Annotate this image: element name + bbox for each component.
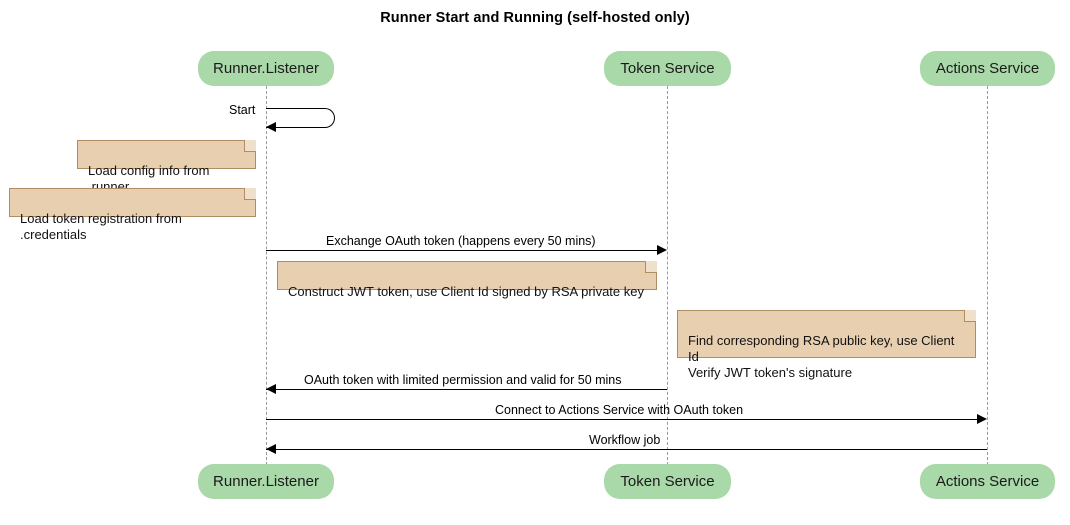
message-label-oauth-token-response: OAuth token with limited permission and … xyxy=(304,373,622,387)
arrowhead-workflow-job xyxy=(266,444,276,454)
arrowhead-connect-to-actions-service xyxy=(977,414,987,424)
note-fold-corner-icon xyxy=(645,261,657,273)
arrowhead-start xyxy=(266,122,276,132)
lifeline-actions xyxy=(987,86,988,465)
note-load-token-registration: Load token registration from .credential… xyxy=(9,188,256,242)
participant-actions-top[interactable]: Actions Service xyxy=(920,51,1055,86)
message-line-exchange-oauth-token xyxy=(266,250,657,251)
message-label-workflow-job: Workflow job xyxy=(589,433,661,447)
arrowhead-oauth-token-response xyxy=(266,384,276,394)
participant-token-top[interactable]: Token Service xyxy=(604,51,731,86)
note-text: Load token registration from .credential… xyxy=(20,211,182,242)
message-label-connect-to-actions-service: Connect to Actions Service with OAuth to… xyxy=(495,403,744,417)
participant-label: Actions Service xyxy=(935,60,1040,77)
participant-label: Token Service xyxy=(620,473,715,490)
note-text: Construct JWT token, use Client Id signe… xyxy=(288,284,644,299)
lifeline-runner xyxy=(266,86,267,465)
message-line-workflow-job xyxy=(266,449,987,450)
message-line-connect-to-actions-service xyxy=(266,419,977,420)
participant-token-bottom[interactable]: Token Service xyxy=(604,464,731,499)
note-fold-corner-icon xyxy=(964,310,976,322)
participant-runner-top[interactable]: Runner.Listener xyxy=(198,51,334,86)
note-verify-jwt-token: Find corresponding RSA public key, use C… xyxy=(677,310,976,380)
participant-runner-bottom[interactable]: Runner.Listener xyxy=(198,464,334,499)
participant-label: Token Service xyxy=(620,60,715,77)
message-selfloop-start xyxy=(266,108,335,128)
participant-label: Actions Service xyxy=(935,473,1040,490)
message-label-start: Start xyxy=(229,103,256,117)
page-title: Runner Start and Running (self-hosted on… xyxy=(380,10,690,26)
note-load-config: Load config info from .runner xyxy=(77,140,256,194)
participant-label: Runner.Listener xyxy=(213,60,319,77)
note-text: Find corresponding RSA public key, use C… xyxy=(688,333,955,380)
note-fold-corner-icon xyxy=(244,140,256,152)
note-construct-jwt-token: Construct JWT token, use Client Id signe… xyxy=(277,261,657,299)
participant-actions-bottom[interactable]: Actions Service xyxy=(920,464,1055,499)
arrowhead-exchange-oauth-token xyxy=(657,245,667,255)
note-fold-corner-icon xyxy=(244,188,256,200)
participant-label: Runner.Listener xyxy=(213,473,319,490)
lifeline-token xyxy=(667,86,668,465)
message-line-oauth-token-response xyxy=(266,389,667,390)
message-label-exchange-oauth-token: Exchange OAuth token (happens every 50 m… xyxy=(326,234,596,248)
